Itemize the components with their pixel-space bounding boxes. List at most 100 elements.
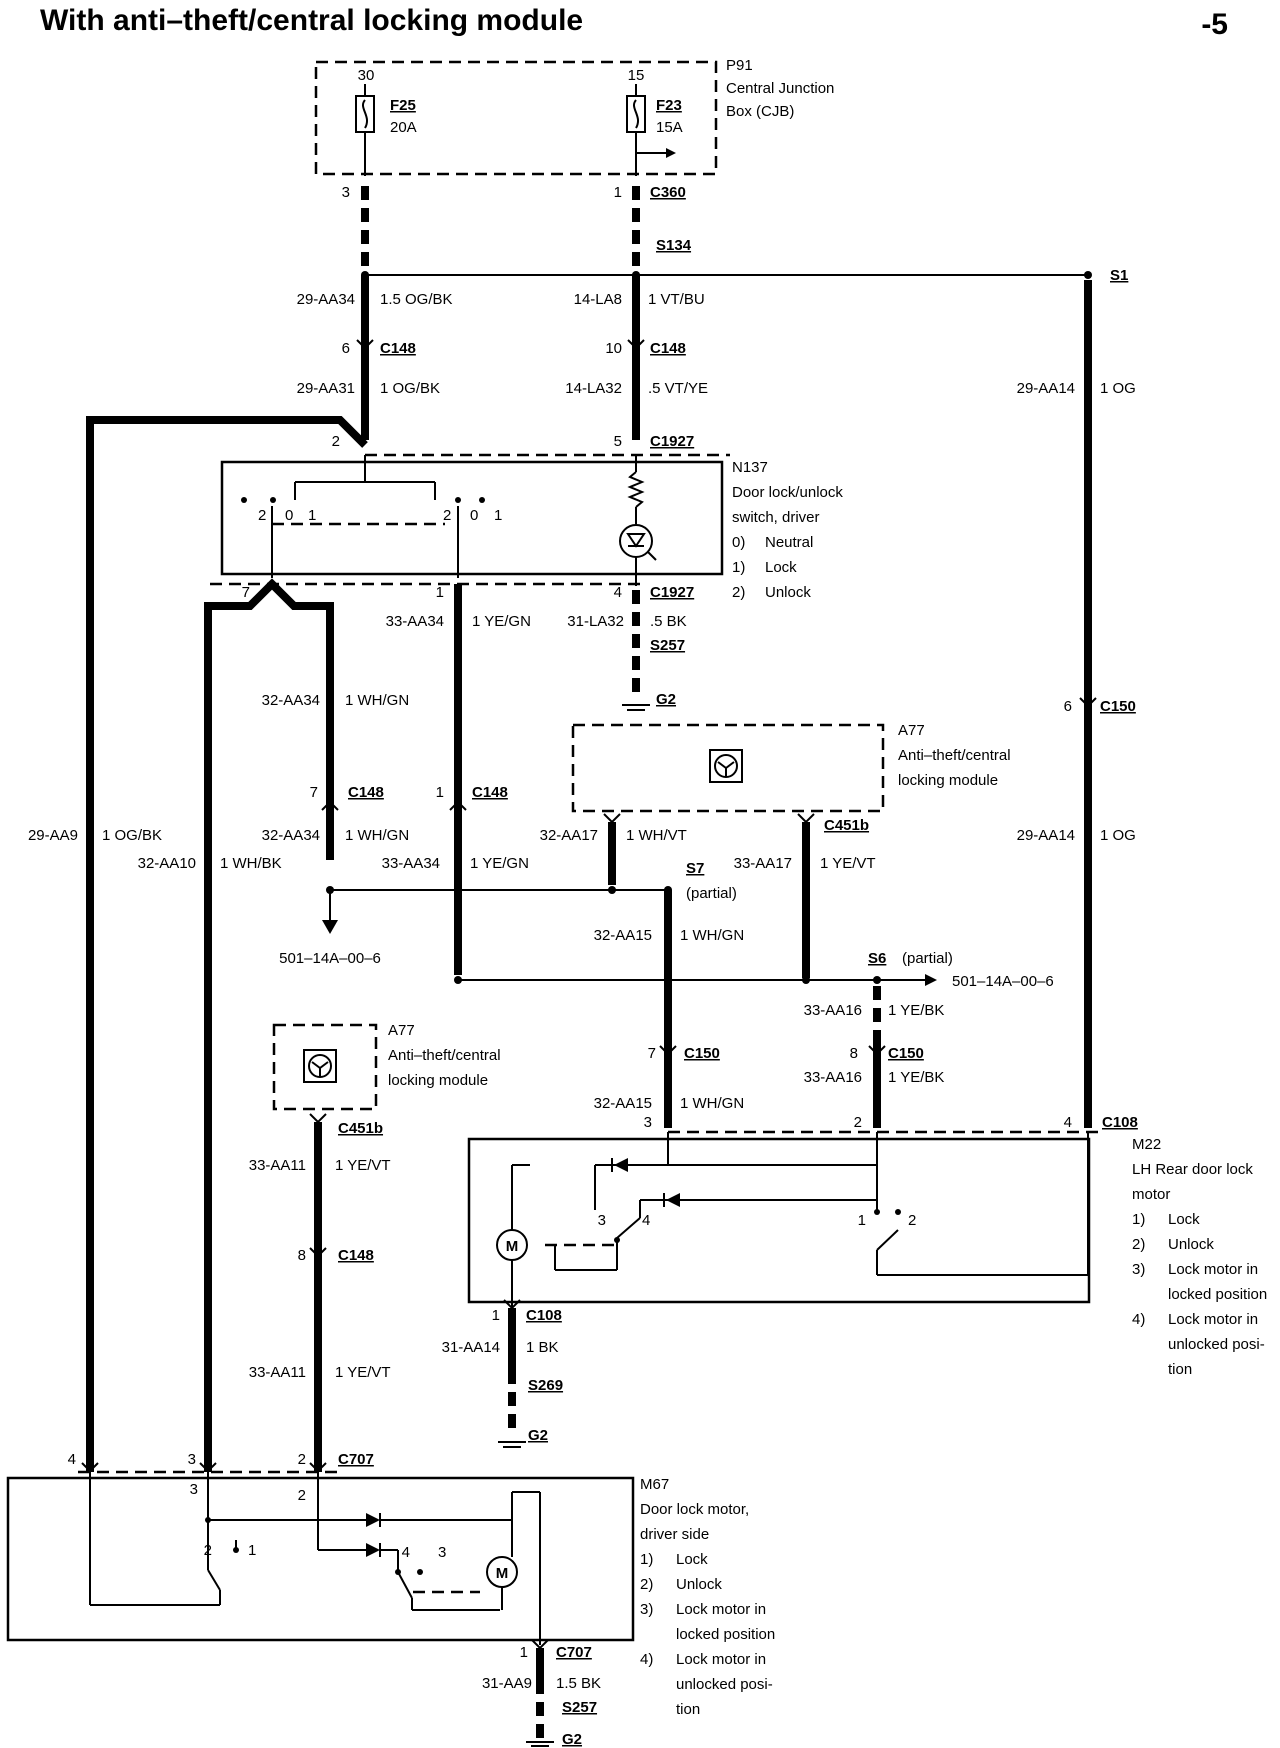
switch-state-num: 0) xyxy=(732,534,745,551)
wire-color: 1 OG/BK xyxy=(380,380,440,397)
circuit-id: 33-AA11 xyxy=(249,1157,306,1174)
pin-label: 7 xyxy=(648,1045,656,1062)
wire-color: 1 OG xyxy=(1100,827,1136,844)
connector-c707: C707 xyxy=(338,1451,374,1468)
ground-g2: G2 xyxy=(528,1427,548,1444)
pin-label: 1 xyxy=(614,184,622,201)
driver-motor-item-num: 3) xyxy=(640,1601,653,1618)
wire-color: 1 WH/GN xyxy=(680,927,744,944)
ground-g2: G2 xyxy=(562,1731,582,1748)
pin-label: 1 xyxy=(436,584,444,601)
switch-pos-label: 0 xyxy=(470,507,478,524)
circuit-id: 29-AA31 xyxy=(297,380,355,397)
circuit-id: 33-AA34 xyxy=(386,613,444,630)
rear-motor-item-text: Unlock xyxy=(1168,1236,1214,1253)
connector-c148: C148 xyxy=(472,784,508,801)
connector-c150: C150 xyxy=(1100,698,1136,715)
pin-label: 3 xyxy=(342,184,350,201)
splice-s257: S257 xyxy=(650,637,685,654)
splice-partial: (partial) xyxy=(902,950,953,967)
circuit-id: 33-AA16 xyxy=(804,1069,862,1086)
connector-c451b: C451b xyxy=(824,817,869,834)
fuse-f25-rating: 20A xyxy=(390,119,417,136)
circuit-id: 31-LA32 xyxy=(567,613,624,630)
wire-color: 1 YE/VT xyxy=(820,855,876,872)
connector-c150: C150 xyxy=(888,1045,924,1062)
fuse-f23-name: F23 xyxy=(656,97,682,114)
driver-motor-item-text: Unlock xyxy=(676,1576,722,1593)
rear-motor-id: M22 xyxy=(1132,1136,1161,1153)
switch-module-id: N137 xyxy=(732,459,768,476)
circuit-id: 29-AA9 xyxy=(28,827,78,844)
driver-motor-line2: driver side xyxy=(640,1526,709,1543)
pin-label: 1 xyxy=(492,1307,500,1324)
switch-pos-label: 3 xyxy=(190,1481,198,1498)
connector-c148: C148 xyxy=(380,340,416,357)
rear-motor-item-num: 1) xyxy=(1132,1211,1145,1228)
pin-label: 5 xyxy=(614,433,622,450)
rear-motor-item-text: unlocked posi- xyxy=(1168,1336,1265,1353)
pin-label: 1 xyxy=(436,784,444,801)
driver-motor-item-text: locked position xyxy=(676,1626,775,1643)
driver-motor-item-text: Lock motor in xyxy=(676,1651,766,1668)
connector-c1927: C1927 xyxy=(650,584,694,601)
circuit-id: 31-AA14 xyxy=(442,1339,500,1356)
circuit-id: 29-AA14 xyxy=(1017,827,1075,844)
pin-label: 7 xyxy=(242,584,250,601)
reference-page: 501–14A–00–6 xyxy=(279,950,381,967)
wire-color: 1 YE/GN xyxy=(470,855,529,872)
pin-label: 2 xyxy=(298,1451,306,1468)
driver-motor-item-text: Lock xyxy=(676,1551,708,1568)
pin-label: 6 xyxy=(342,340,350,357)
switch-state-num: 1) xyxy=(732,559,745,576)
switch-pos-label: 1 xyxy=(248,1542,256,1559)
diagram-title: With anti–theft/central locking module xyxy=(40,4,583,37)
circuit-id: 32-AA34 xyxy=(262,827,320,844)
splice-s134: S134 xyxy=(656,237,692,254)
wire-color: 1 WH/BK xyxy=(220,855,282,872)
connector-c1927: C1927 xyxy=(650,433,694,450)
splice-s6: S6 xyxy=(868,950,886,967)
pin-label: 8 xyxy=(850,1045,858,1062)
pin-label: 8 xyxy=(298,1247,306,1264)
switch-pos-label: 1 xyxy=(308,507,316,524)
switch-pos-label: 4 xyxy=(402,1544,410,1561)
wire-color: 1 OG/BK xyxy=(102,827,162,844)
ground-g2: G2 xyxy=(656,691,676,708)
wire-color: 1 WH/GN xyxy=(680,1095,744,1112)
circuit-id: 32-AA34 xyxy=(262,692,320,709)
wire-color: 1 YE/BK xyxy=(888,1069,944,1086)
fuse-f23-rating: 15A xyxy=(656,119,683,136)
switch-pos-label: 3 xyxy=(438,1544,446,1561)
wire-color: .5 VT/YE xyxy=(648,380,708,397)
switch-pos-label: 1 xyxy=(858,1212,866,1229)
wire-color: 1 WH/VT xyxy=(626,827,687,844)
rear-motor-item-text: Lock motor in xyxy=(1168,1261,1258,1278)
splice-s269: S269 xyxy=(528,1377,563,1394)
circuit-id: 29-AA14 xyxy=(1017,380,1075,397)
switch-pos-label: 2 xyxy=(298,1487,306,1504)
motor-symbol: M xyxy=(506,1238,519,1255)
antitheft-module-box xyxy=(571,723,885,813)
cjb-id: P91 xyxy=(726,57,753,74)
rear-motor-line2: motor xyxy=(1132,1186,1170,1203)
rear-motor-item-text: Lock motor in xyxy=(1168,1311,1258,1328)
pin-label: 10 xyxy=(605,340,622,357)
wire-color: 1 YE/VT xyxy=(335,1364,391,1381)
rear-motor-item-text: locked position xyxy=(1168,1286,1267,1303)
circuit-id: 14-LA8 xyxy=(574,291,622,308)
splice-s7: S7 xyxy=(686,860,704,877)
switch-pos-label: 4 xyxy=(642,1212,650,1229)
pin-label: 4 xyxy=(68,1451,76,1468)
driver-motor-item-num: 2) xyxy=(640,1576,653,1593)
driver-motor-line1: Door lock motor, xyxy=(640,1501,749,1518)
antitheft-module-line1: Anti–theft/central xyxy=(898,747,1011,764)
diode-icon xyxy=(366,1543,380,1557)
connector-c451b: C451b xyxy=(338,1120,383,1137)
connector-c108: C108 xyxy=(526,1307,562,1324)
antitheft-module-box-lower xyxy=(272,1023,378,1111)
circuit-id: 32-AA10 xyxy=(138,855,196,872)
wire-color: 1 YE/GN xyxy=(472,613,531,630)
circuit-id: 33-AA34 xyxy=(382,855,440,872)
